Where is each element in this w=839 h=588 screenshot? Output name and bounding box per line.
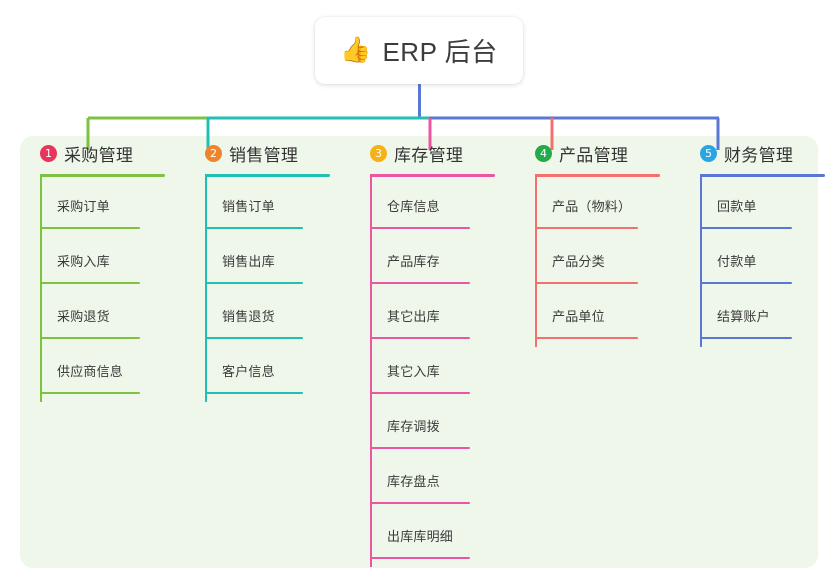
- branch-leaf-rule: [370, 227, 470, 229]
- branch-trunk-line: [370, 174, 372, 567]
- branch-header-3[interactable]: 3 库存管理: [350, 136, 510, 170]
- branch-number-badge: 4: [535, 144, 552, 162]
- branch-leaf-label: 销售退货: [222, 309, 275, 324]
- branch-leaf-item[interactable]: 库存盘点: [370, 449, 470, 504]
- branch-title: 采购管理: [64, 145, 134, 165]
- branch-trunk-line: [700, 174, 702, 347]
- branch-leaf-rule: [40, 227, 140, 229]
- branch-title: 财务管理: [724, 145, 794, 165]
- branch-leaf-item[interactable]: 客户信息: [205, 339, 303, 394]
- branch-header-rule: [370, 174, 495, 177]
- branch-leaf-rule: [370, 337, 470, 339]
- branch-leaf-label: 产品分类: [552, 254, 605, 269]
- branch-leaf-item[interactable]: 库存调拨: [370, 394, 470, 449]
- branch-title: 库存管理: [394, 145, 464, 165]
- branch-leaf-rule: [700, 227, 792, 229]
- branch-leaf-item[interactable]: 销售出库: [205, 229, 303, 284]
- branch-leaf-label: 回款单: [717, 199, 757, 214]
- branch-leaf-label: 采购退货: [57, 309, 110, 324]
- branch-columns: 1 采购管理采购订单采购入库采购退货供应商信息 2 销售管理销售订单销售出库销售退货客…: [0, 136, 839, 588]
- branch-leaf-rule: [370, 392, 470, 394]
- branch-leaf-label: 库存调拨: [387, 419, 440, 434]
- branch-leaf-item[interactable]: 产品（物料）: [535, 174, 638, 229]
- branch-leaf-label: 销售订单: [222, 199, 275, 214]
- branch-leaf-item[interactable]: 采购订单: [40, 174, 140, 229]
- branch-leaf-rule: [40, 282, 140, 284]
- branch-leaf-item[interactable]: 结算账户: [700, 284, 792, 339]
- branch-panel-background: [20, 136, 818, 568]
- branch-leaf-label: 其它入库: [387, 364, 440, 379]
- branch-title: 产品管理: [559, 145, 629, 165]
- branch-leaf-label: 仓库信息: [387, 199, 440, 214]
- branch-trunk-line: [40, 174, 42, 402]
- branch-leaf-rule: [205, 282, 303, 284]
- branch-leaf-item[interactable]: 销售订单: [205, 174, 303, 229]
- branch-leaf-rule: [205, 227, 303, 229]
- branch-leaf-item[interactable]: 其它入库: [370, 339, 470, 394]
- branch-leaf-item[interactable]: 采购入库: [40, 229, 140, 284]
- branch-column-4: 4 产品管理产品（物料） 产品分类产品单位: [515, 136, 675, 347]
- branch-leaf-rule: [370, 447, 470, 449]
- branch-header-rule: [40, 174, 165, 177]
- branch-header-4[interactable]: 4 产品管理: [515, 136, 675, 170]
- branch-leaf-item[interactable]: 产品库存: [370, 229, 470, 284]
- branch-header-1[interactable]: 1 采购管理: [20, 136, 180, 170]
- branch-leaf-label: 付款单: [717, 254, 757, 269]
- branch-leaf-label: 产品单位: [552, 309, 605, 324]
- branch-leaf-rule: [370, 557, 470, 559]
- branch-header-rule: [205, 174, 330, 177]
- branch-leaf-rule: [535, 337, 638, 339]
- branch-leaf-rule: [370, 282, 470, 284]
- branch-number-badge: 5: [700, 144, 717, 162]
- branch-leaf-rule: [700, 282, 792, 284]
- branch-leaf-item[interactable]: 产品单位: [535, 284, 638, 339]
- branch-column-2: 2 销售管理销售订单销售出库销售退货客户信息: [185, 136, 345, 402]
- branch-leaf-rule: [205, 337, 303, 339]
- root-title: ERP 后台: [382, 37, 498, 67]
- branch-number-badge: 1: [40, 144, 57, 162]
- thumbs-up-icon: 👍: [340, 36, 372, 64]
- branch-leaf-rule: [535, 282, 638, 284]
- branch-column-3: 3 库存管理仓库信息产品库存其它出库其它入库库存调拨库存盘点出库库明细: [350, 136, 510, 567]
- branch-leaf-item[interactable]: 产品分类: [535, 229, 638, 284]
- branch-leaf-label: 产品（物料）: [552, 199, 632, 214]
- branch-trunk-line: [535, 174, 537, 347]
- branch-leaf-rule: [370, 502, 470, 504]
- branch-leaf-item[interactable]: 仓库信息: [370, 174, 470, 229]
- branch-leaf-rule: [700, 337, 792, 339]
- branch-number-badge: 2: [205, 144, 222, 162]
- branch-leaf-label: 库存盘点: [387, 474, 440, 489]
- branch-leaf-item[interactable]: 出库库明细: [370, 504, 470, 559]
- branch-header-2[interactable]: 2 销售管理: [185, 136, 345, 170]
- branch-trunk-line: [205, 174, 207, 402]
- branch-column-1: 1 采购管理采购订单采购入库采购退货供应商信息: [20, 136, 180, 402]
- branch-number-badge: 3: [370, 144, 387, 162]
- branch-leaf-label: 产品库存: [387, 254, 440, 269]
- branch-leaf-rule: [535, 227, 638, 229]
- branch-leaf-item[interactable]: 采购退货: [40, 284, 140, 339]
- branch-leaf-label: 其它出库: [387, 309, 440, 324]
- root-node[interactable]: 👍 ERP 后台: [315, 17, 523, 84]
- branch-leaf-label: 销售出库: [222, 254, 275, 269]
- branch-header-rule: [535, 174, 660, 177]
- branch-leaf-label: 供应商信息: [57, 364, 124, 379]
- branch-leaf-rule: [205, 392, 303, 394]
- branch-leaf-item[interactable]: 其它出库: [370, 284, 470, 339]
- branch-leaf-item[interactable]: 付款单: [700, 229, 792, 284]
- branch-title: 销售管理: [229, 145, 299, 165]
- branch-column-5: 5 财务管理回款单付款单结算账户: [680, 136, 830, 347]
- branch-leaf-item[interactable]: 供应商信息: [40, 339, 140, 394]
- branch-leaf-item[interactable]: 回款单: [700, 174, 792, 229]
- branch-leaf-rule: [40, 392, 140, 394]
- branch-leaf-label: 客户信息: [222, 364, 275, 379]
- branch-leaf-rule: [40, 337, 140, 339]
- branch-header-rule: [700, 174, 825, 177]
- branch-header-5[interactable]: 5 财务管理: [680, 136, 830, 170]
- branch-leaf-label: 结算账户: [717, 309, 770, 324]
- branch-leaf-item[interactable]: 销售退货: [205, 284, 303, 339]
- branch-leaf-label: 出库库明细: [387, 529, 454, 544]
- branch-leaf-label: 采购订单: [57, 199, 110, 214]
- branch-leaf-label: 采购入库: [57, 254, 110, 269]
